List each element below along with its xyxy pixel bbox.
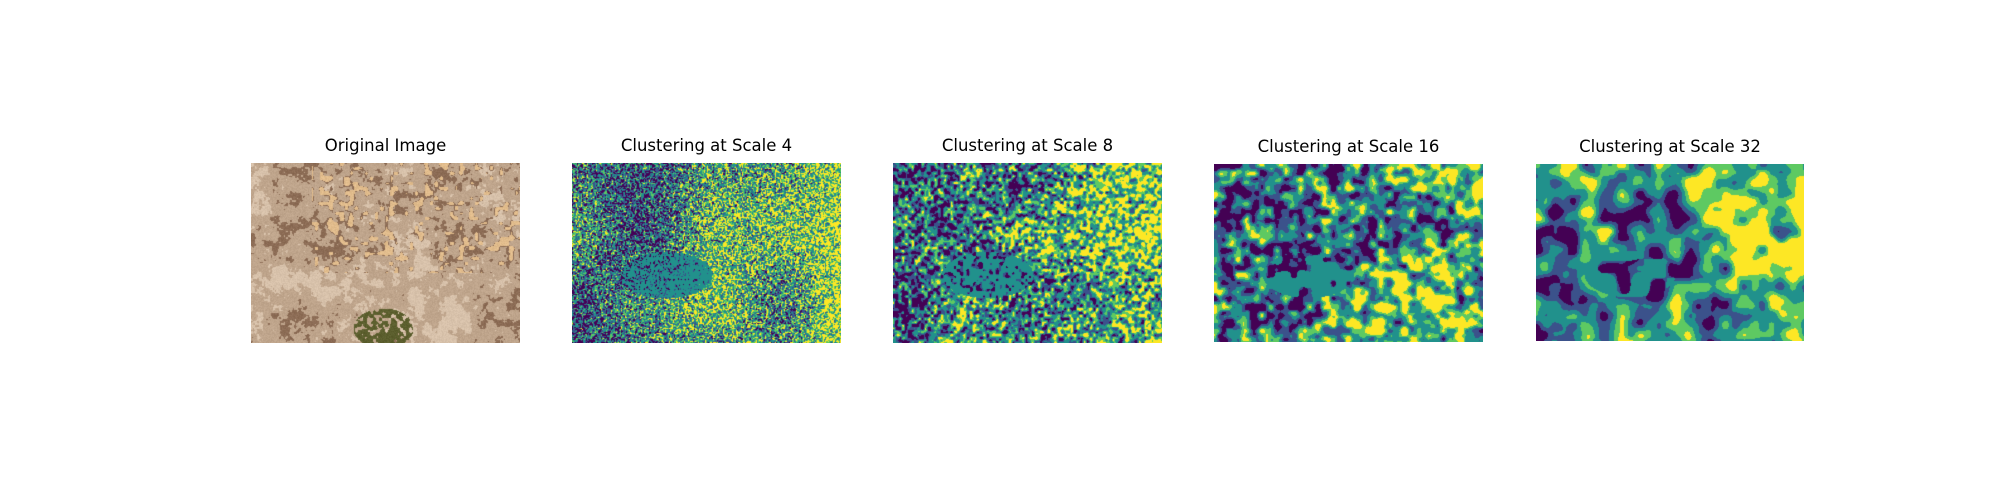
original-image — [251, 163, 520, 343]
panel-original-image: Original Image — [251, 136, 520, 343]
panel-title: Clustering at Scale 16 — [1257, 137, 1440, 156]
cluster-map-scale-32 — [1536, 164, 1804, 341]
panel-title: Clustering at Scale 4 — [620, 136, 793, 155]
panel-title: Clustering at Scale 8 — [941, 136, 1114, 155]
panel-title: Original Image — [324, 136, 447, 155]
panel-clustering-scale-32: Clustering at Scale 32 — [1536, 137, 1804, 341]
cluster-map-scale-8 — [893, 163, 1162, 343]
panel-clustering-scale-8: Clustering at Scale 8 — [893, 136, 1162, 343]
panel-title: Clustering at Scale 32 — [1579, 137, 1761, 156]
panel-clustering-scale-4: Clustering at Scale 4 — [572, 136, 841, 343]
cluster-map-scale-4 — [572, 163, 841, 343]
cluster-map-scale-16 — [1214, 164, 1483, 342]
panel-clustering-scale-16: Clustering at Scale 16 — [1214, 137, 1483, 342]
